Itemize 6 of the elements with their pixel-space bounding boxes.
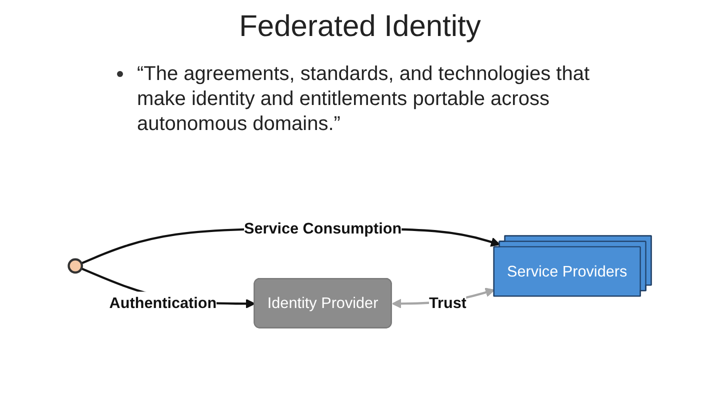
quote-text: “The agreements, standards, and technologies that make identity and entitlements portable across autonomous domains.” [137, 62, 590, 137]
edge-label: Authentication [109, 294, 217, 312]
title: Federated Identity [238, 10, 482, 44]
node-person [68, 258, 83, 274]
edge-label: Service Consumption [244, 219, 402, 237]
edge-label: Trust [428, 294, 466, 312]
